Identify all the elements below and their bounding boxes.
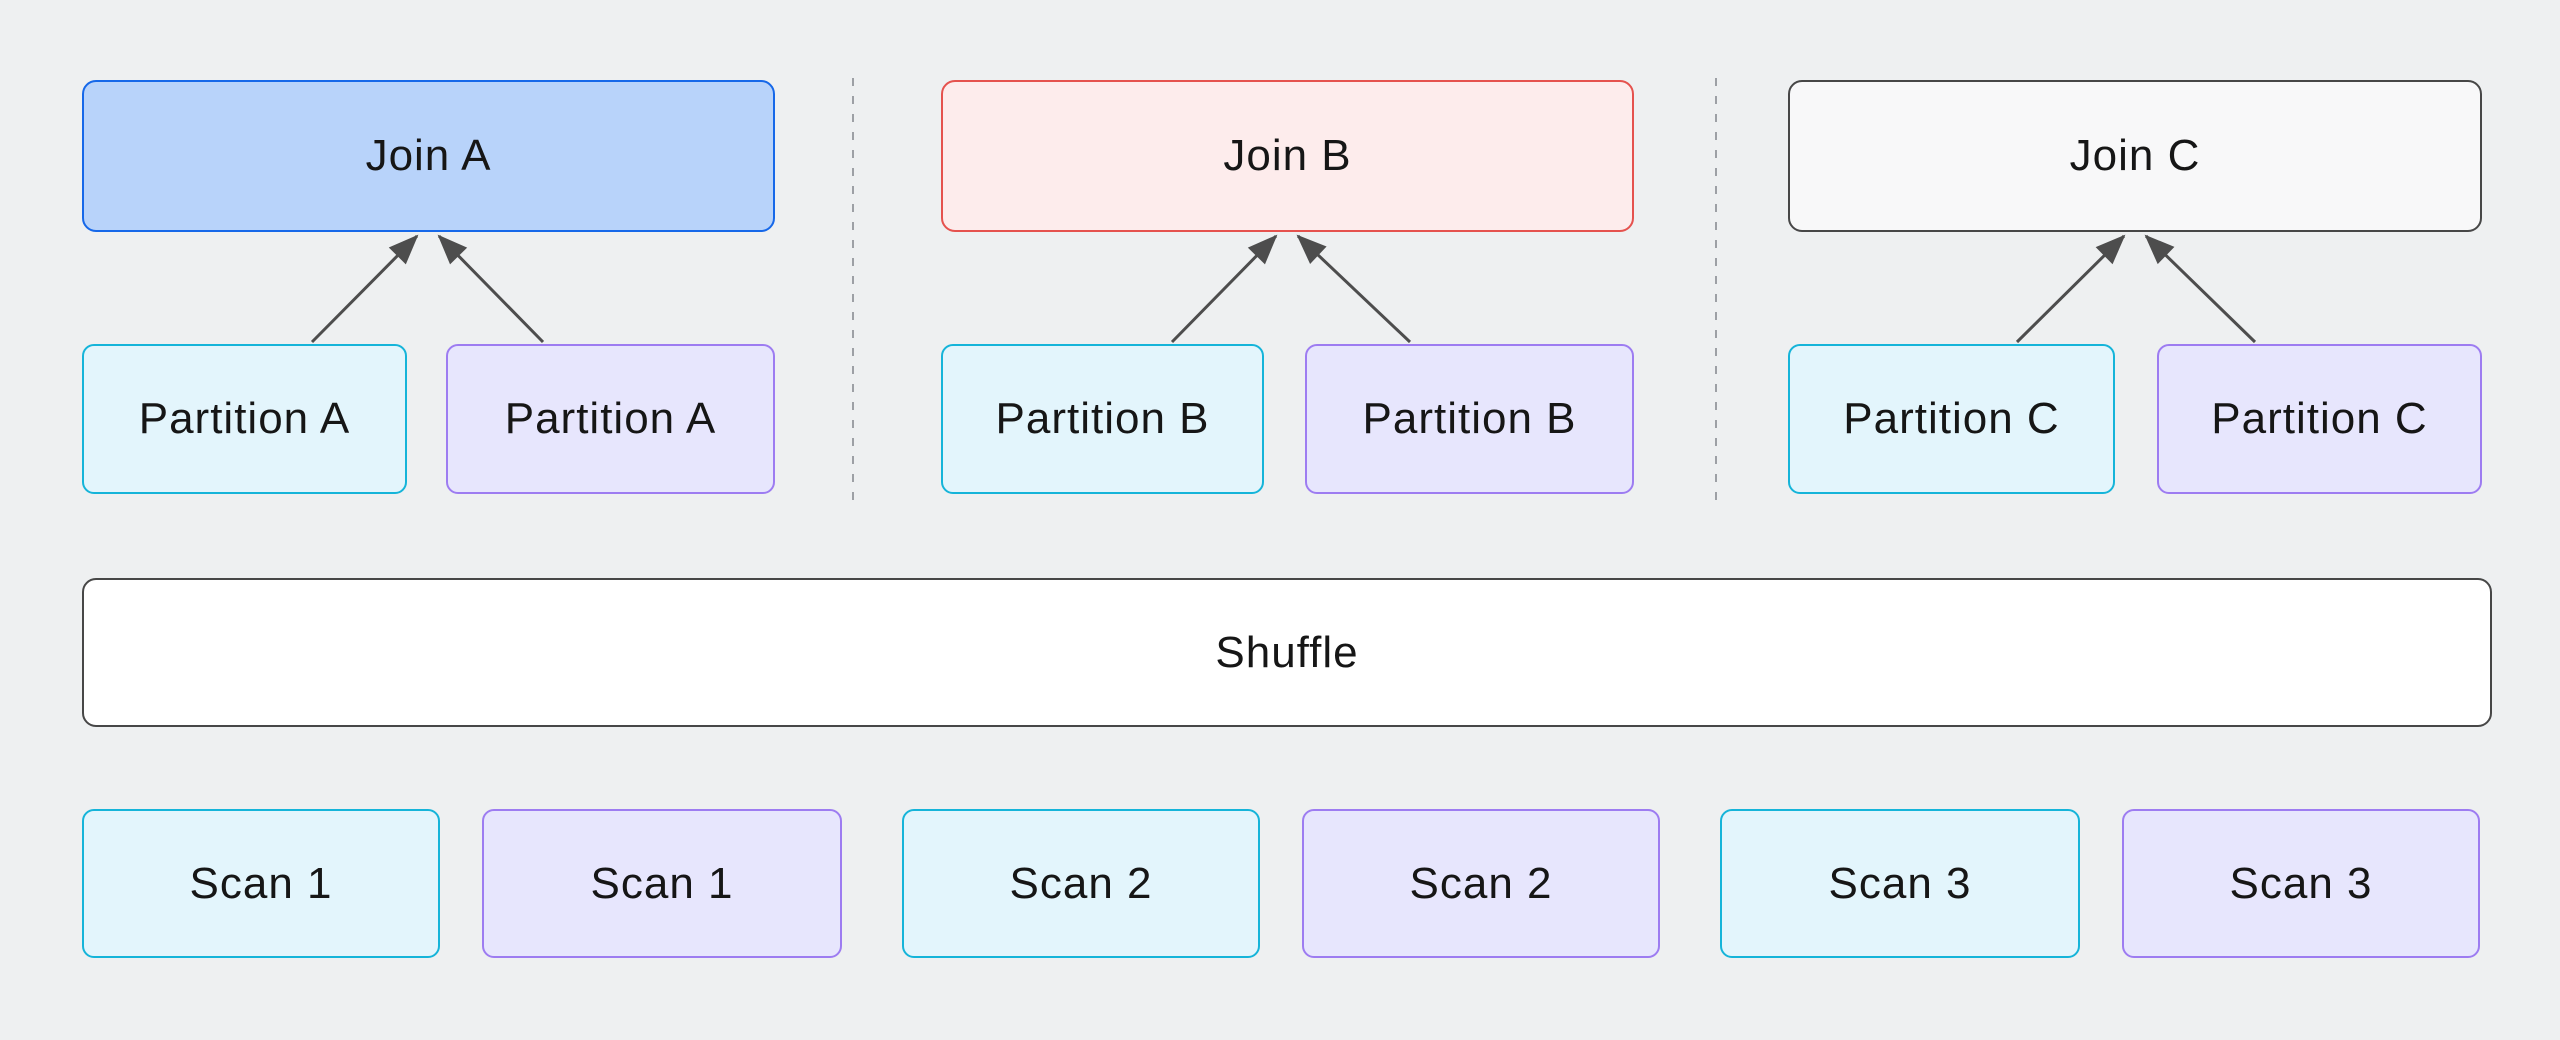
partition-b1-label: Partition B — [995, 394, 1210, 443]
scan-3b-node: Scan 3 — [2122, 809, 2480, 958]
partition-a2-node: Partition A — [446, 344, 775, 494]
partition-a2-label: Partition A — [504, 394, 717, 443]
join-a-node: Join A — [82, 80, 775, 232]
partition-a1-label: Partition A — [138, 394, 351, 443]
scan-3a-node: Scan 3 — [1720, 809, 2080, 958]
arrow-partition-c2-to-join-c — [2144, 234, 2257, 344]
partition-b1-node: Partition B — [941, 344, 1264, 494]
scan-2a-label: Scan 2 — [1009, 858, 1153, 908]
scan-1b-node: Scan 1 — [482, 809, 842, 958]
partition-b2-label: Partition B — [1362, 394, 1577, 443]
join-c-label: Join C — [2069, 131, 2201, 180]
scan-2b-label: Scan 2 — [1409, 858, 1553, 908]
arrow-partition-b2-to-join-b — [1296, 234, 1412, 344]
partition-c1-label: Partition C — [1843, 394, 2060, 443]
shuffle-label: Shuffle — [1215, 627, 1359, 677]
partition-b2-node: Partition B — [1305, 344, 1634, 494]
scan-1a-node: Scan 1 — [82, 809, 440, 958]
partition-c2-label: Partition C — [2211, 394, 2428, 443]
arrow-partition-a1-to-join-a — [310, 234, 419, 344]
partition-c2-node: Partition C — [2157, 344, 2482, 494]
scan-2b-node: Scan 2 — [1302, 809, 1660, 958]
scan-1b-label: Scan 1 — [590, 858, 734, 908]
join-c-node: Join C — [1788, 80, 2482, 232]
join-b-node: Join B — [941, 80, 1634, 232]
join-a-label: Join A — [365, 131, 492, 180]
scan-2a-node: Scan 2 — [902, 809, 1260, 958]
join-b-label: Join B — [1223, 131, 1352, 180]
arrow-partition-c1-to-join-c — [2015, 234, 2126, 344]
shuffle-node: Shuffle — [82, 578, 2492, 727]
arrow-partition-b1-to-join-b — [1170, 234, 1278, 344]
scan-3b-label: Scan 3 — [2229, 858, 2373, 908]
scan-3a-label: Scan 3 — [1828, 858, 1972, 908]
scan-1a-label: Scan 1 — [189, 858, 333, 908]
arrow-partition-a2-to-join-a — [437, 234, 545, 344]
partition-a1-node: Partition A — [82, 344, 407, 494]
partition-c1-node: Partition C — [1788, 344, 2115, 494]
